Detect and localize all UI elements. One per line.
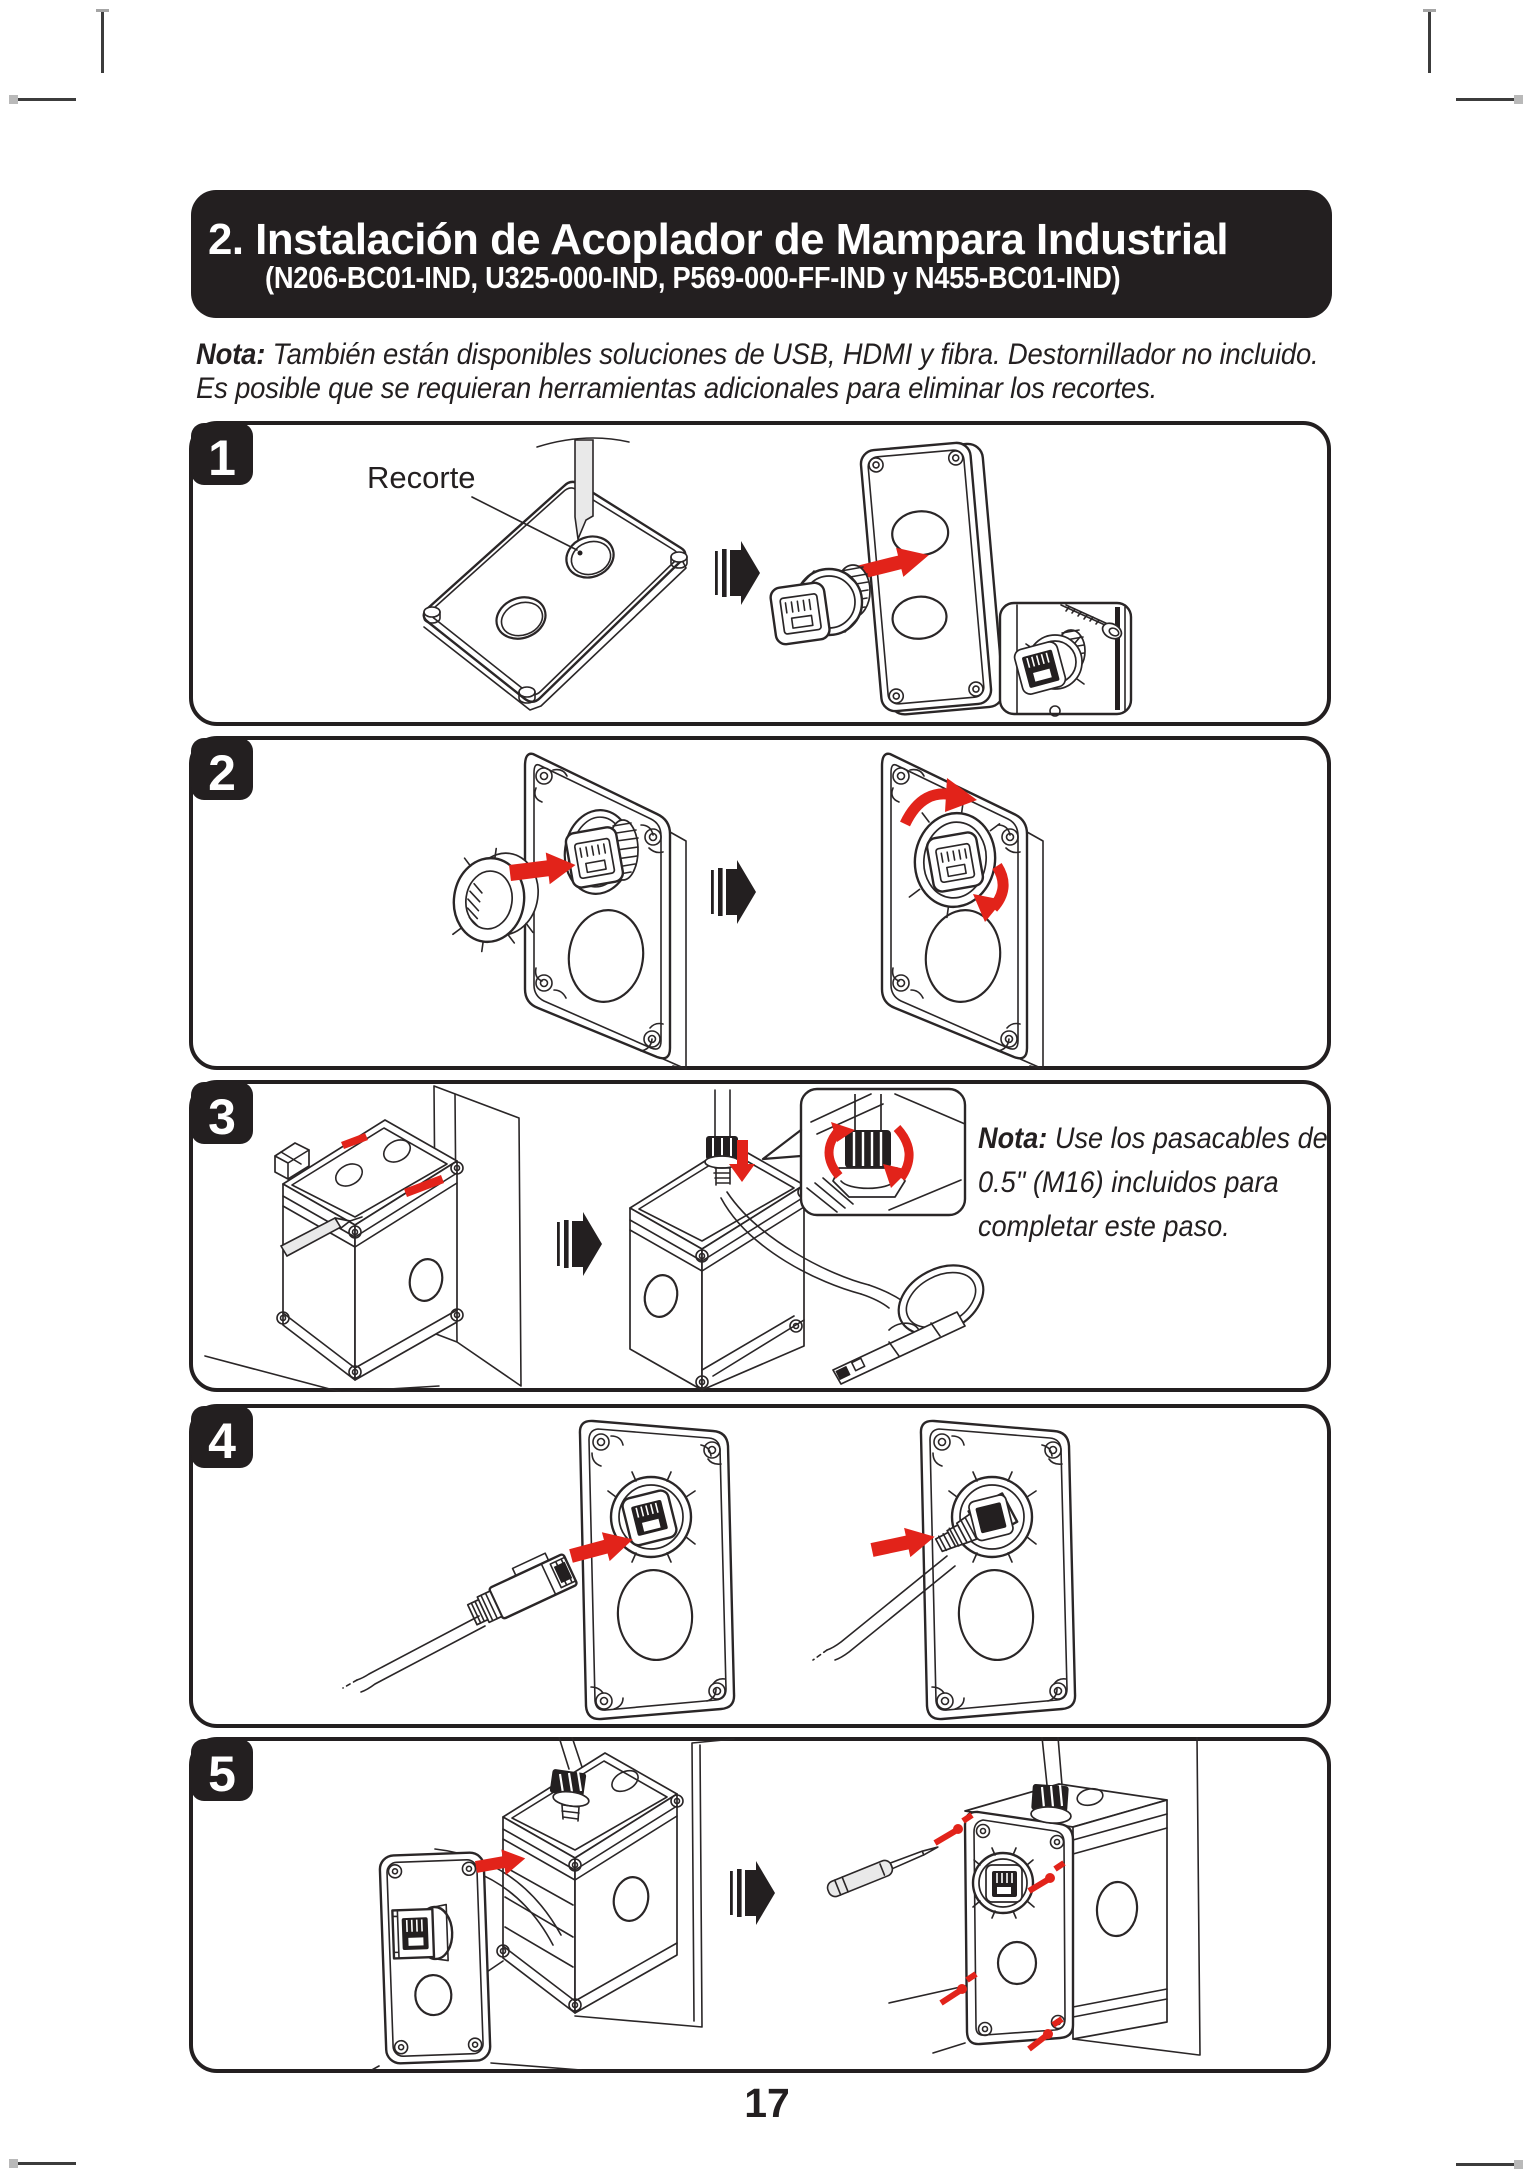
svg-text:completar este paso.: completar este paso. [978, 1210, 1230, 1243]
svg-text:Recorte: Recorte [367, 460, 476, 495]
svg-text:Nota: Use los pasacables de: Nota: Use los pasacables de [978, 1122, 1328, 1155]
svg-text:0.5" (M16) incluidos para: 0.5" (M16) incluidos para [978, 1166, 1279, 1199]
